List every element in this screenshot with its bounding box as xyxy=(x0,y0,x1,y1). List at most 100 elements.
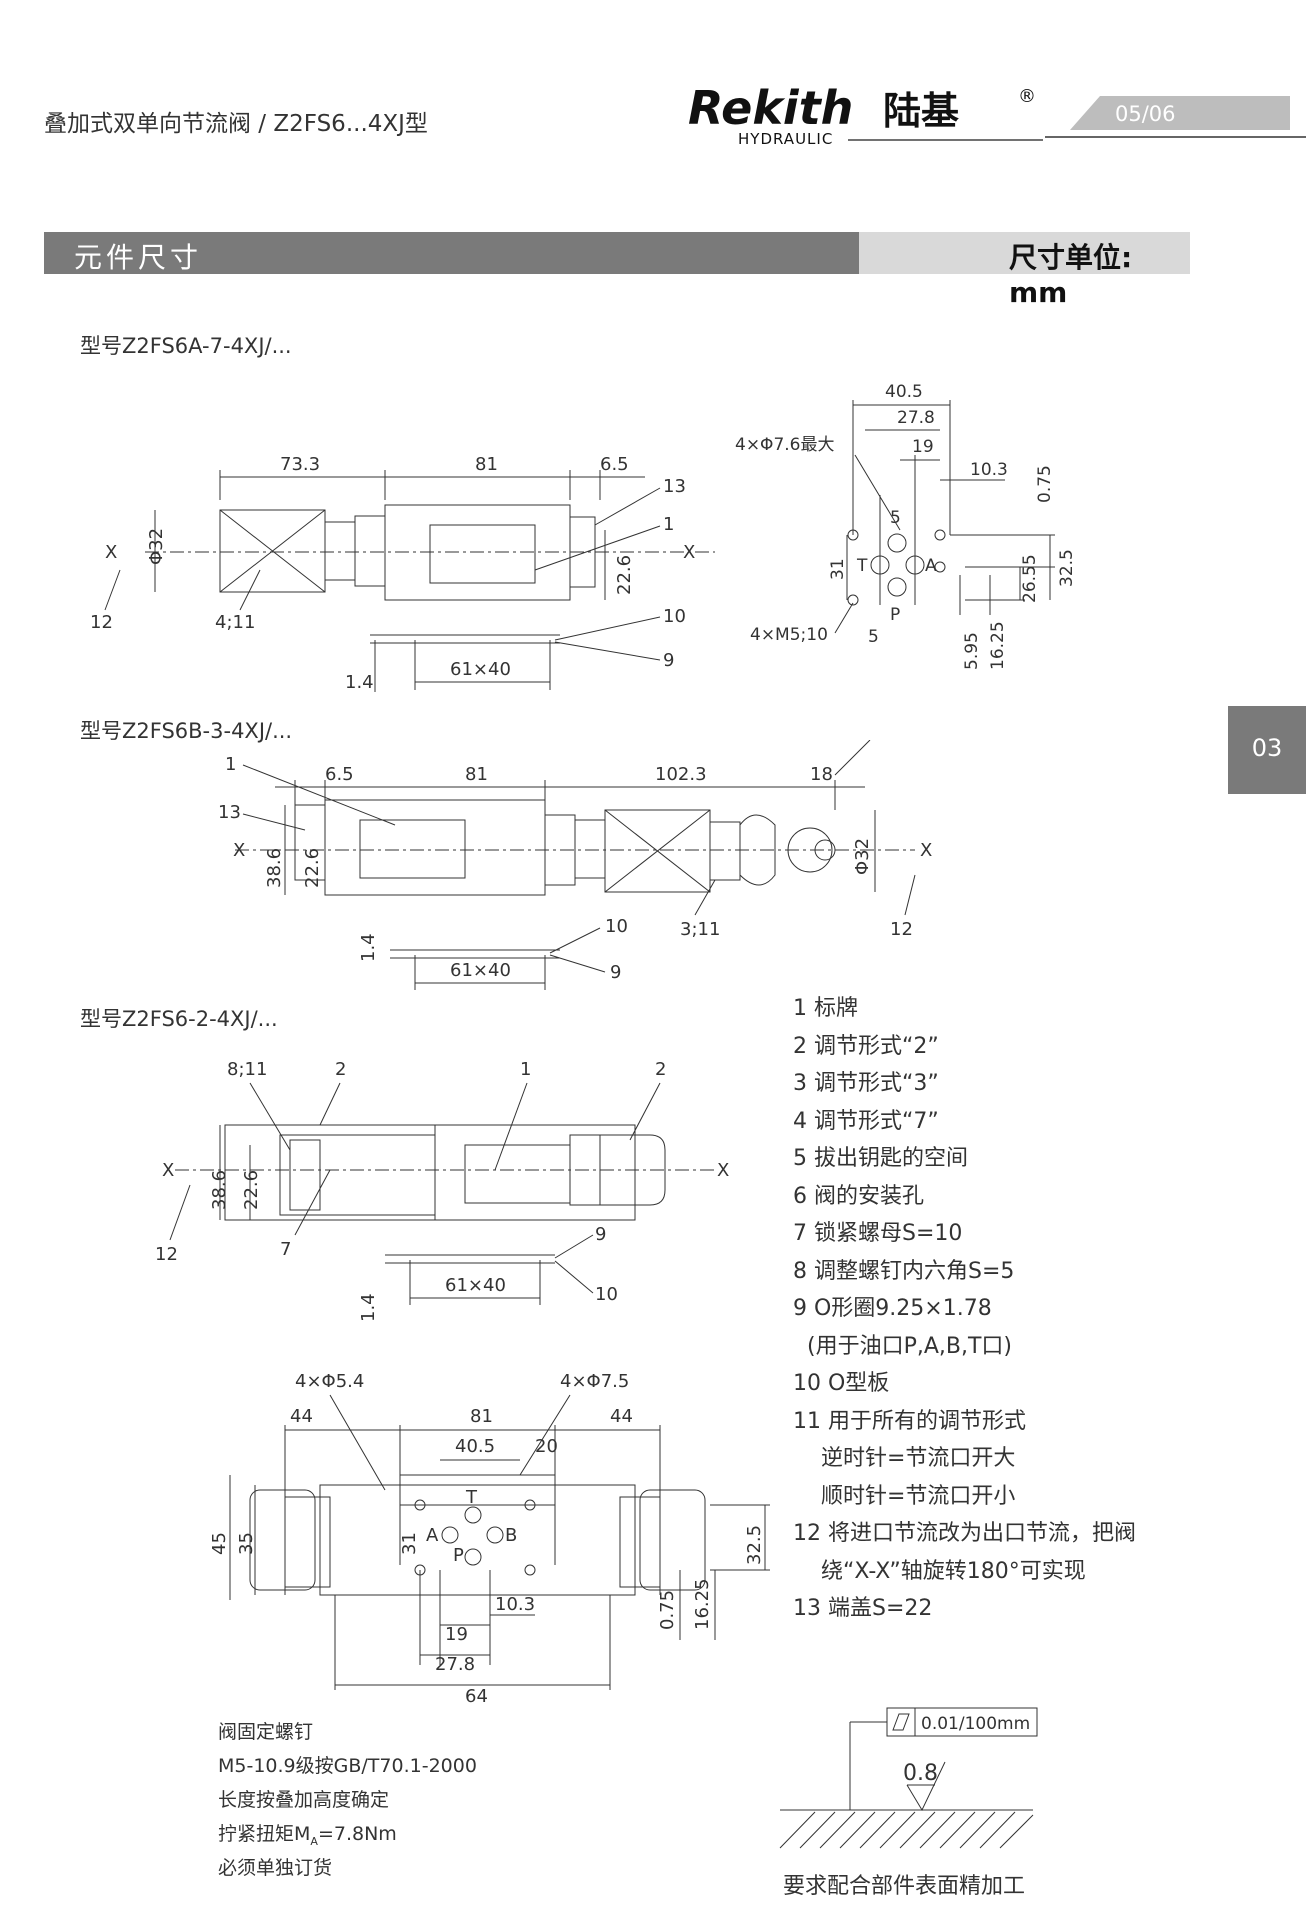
dim-10-3: 10.3 xyxy=(495,1594,535,1615)
callout-9: 9 xyxy=(610,962,621,983)
page-number: 05/06 xyxy=(1115,102,1176,126)
dim-0-75: 0.75 xyxy=(657,1590,678,1630)
axis-x-right: X xyxy=(920,840,932,861)
axis-x-left: X xyxy=(162,1160,174,1181)
dim-1-4: 1.4 xyxy=(345,672,374,693)
dim-73-3: 73.3 xyxy=(280,454,320,475)
dim-0-75: 0.75 xyxy=(1035,465,1055,503)
units-label: 尺寸单位: mm xyxy=(1009,241,1133,309)
dim-10-3: 10.3 xyxy=(970,460,1008,480)
port-a: A xyxy=(426,1525,439,1546)
legend-item: 7 锁紧螺母S=10 xyxy=(793,1221,963,1246)
label-4xphi5-4: 4×Φ5.4 xyxy=(295,1371,364,1392)
brand-sub: HYDRAULIC xyxy=(738,130,833,148)
dim-40-5: 40.5 xyxy=(455,1436,495,1457)
legend-item: 逆时针=节流口开大 xyxy=(793,1446,1016,1471)
drawing-z2fs6a-side: 73.3 81 6.5 Φ32 22.6 X X 13 1 12 4;11 61… xyxy=(90,454,715,693)
dim-81: 81 xyxy=(470,1406,493,1427)
callout-1: 1 xyxy=(520,1059,531,1080)
legend-item: 顺时针=节流口开小 xyxy=(793,1484,1016,1509)
dim-32-5: 32.5 xyxy=(744,1525,765,1565)
note-line: 长度按叠加高度确定 xyxy=(218,1789,390,1811)
header-rule xyxy=(1045,136,1306,138)
dim-18: 18 xyxy=(810,764,833,785)
dim-26-55: 26.55 xyxy=(1020,554,1040,603)
dim-32-5: 32.5 xyxy=(1057,549,1077,587)
note-line: 阀固定螺钉 xyxy=(218,1721,314,1743)
flatness-tolerance: 0.01/100mm xyxy=(921,1714,1030,1734)
port-t: 5 xyxy=(890,508,901,528)
drawing-bottom-plan: 4×Φ5.4 4×Φ7.5 44 81 44 40.5 20 T A B P 4… xyxy=(209,1371,770,1707)
port-b: B xyxy=(505,1525,517,1546)
drawing-z2fs6b-side: 1 13 6.5 6.5 81 102.3 18 38.6 22.6 Φ32 X… xyxy=(218,740,932,990)
dim-16-25: 16.25 xyxy=(988,621,1008,670)
legend-item: 9 O形圈9.25×1.78 xyxy=(793,1296,992,1321)
dim-27-8: 27.8 xyxy=(897,408,935,428)
callout-2-right: 2 xyxy=(655,1059,666,1080)
surface-finish-symbol: 0.01/100mm 0.8 xyxy=(779,1707,1038,1849)
axis-x-left: X xyxy=(105,542,117,563)
legend-item: 10 O型板 xyxy=(793,1371,890,1396)
model-label-2: 型号Z2FS6B-3-4XJ/... xyxy=(80,719,293,743)
port-p: P xyxy=(453,1545,464,1566)
brand-cn: 陆基 xyxy=(883,89,959,133)
dim-31: 31 xyxy=(399,1532,420,1555)
legend-item: 4 调节形式“7” xyxy=(793,1109,939,1134)
callout-3-11: 3;11 xyxy=(680,919,720,940)
model-label-3: 型号Z2FS6-2-4XJ/... xyxy=(80,1007,278,1031)
callout-10: 10 xyxy=(595,1284,618,1305)
callout-1: 1 xyxy=(225,754,236,775)
axis-x-left: X xyxy=(233,840,245,861)
roughness-value: 0.8 xyxy=(903,1761,938,1786)
note-line: 拧紧扭矩MA=7.8Nm xyxy=(218,1819,397,1848)
callout-13: 13 xyxy=(218,802,241,823)
port-b: A xyxy=(925,556,937,576)
legend-item: 13 端盖S=22 xyxy=(793,1596,933,1621)
dim-1-4-d3: 1.4 xyxy=(358,1293,379,1322)
callout-13: 13 xyxy=(663,476,686,497)
legend-item: 5 拔出钥匙的空间 xyxy=(793,1146,968,1171)
dim-35: 35 xyxy=(236,1532,257,1555)
dim-phi32: Φ32 xyxy=(146,528,167,565)
callout-4-11: 4;11 xyxy=(215,612,255,633)
port-p: P xyxy=(890,605,900,625)
dim-1-4-d2: 1.4 xyxy=(358,933,379,962)
brand-logo: Rekith 陆基 ® HYDRAULIC xyxy=(688,81,1043,148)
callout-7: 7 xyxy=(280,1239,291,1260)
callout-9: 9 xyxy=(595,1224,606,1245)
legend-item: 12 将进口节流改为出口节流，把阀 xyxy=(793,1521,1136,1546)
axis-x-right: X xyxy=(683,542,695,563)
dim-81: 81 xyxy=(465,764,488,785)
drawing-port-pattern: 40.5 27.8 19 10.3 4×Φ7.6最大 5 T A P 0.75 … xyxy=(735,382,1077,670)
label-4xphi7-5: 4×Φ7.5 xyxy=(560,1371,629,1392)
dim-19: 19 xyxy=(445,1624,468,1645)
callout-12: 12 xyxy=(90,612,113,633)
dim-19: 19 xyxy=(912,437,934,457)
dim-27-8: 27.8 xyxy=(435,1654,475,1675)
label-4xm5: 4×M5;10 xyxy=(750,625,828,645)
dim-61x40: 61×40 xyxy=(450,659,511,680)
chapter-number: 03 xyxy=(1251,734,1283,762)
callout-12: 12 xyxy=(890,919,913,940)
callout-8-11: 8;11 xyxy=(227,1059,267,1080)
dim-16-25: 16.25 xyxy=(692,1578,713,1630)
legend-item: 2 调节形式“2” xyxy=(793,1034,939,1059)
legend-item: 绕“X-X”轴旋转180°可实现 xyxy=(793,1559,1086,1584)
legend-item: 6 阀的安装孔 xyxy=(793,1184,924,1209)
surface-caption: 要求配合部件表面精加工 xyxy=(783,1874,1026,1899)
dim-44-left: 44 xyxy=(290,1406,313,1427)
callout-2-left: 2 xyxy=(335,1059,346,1080)
callout-12: 12 xyxy=(155,1244,178,1265)
chapter-tab: 03 xyxy=(1228,706,1306,794)
dim-81: 81 xyxy=(475,454,498,475)
dim-22-6: 22.6 xyxy=(241,1170,262,1210)
dim-22-6: 22.6 xyxy=(614,555,635,595)
dim-102-3: 102.3 xyxy=(655,764,707,785)
legend-item: 1 标牌 xyxy=(793,996,858,1021)
legend-item: (用于油口P,A,B,T口) xyxy=(793,1334,1012,1359)
dim-44-right: 44 xyxy=(610,1406,633,1427)
dim-38-6: 38.6 xyxy=(264,848,285,888)
note-line: M5-10.9级按GB/T70.1-2000 xyxy=(218,1755,477,1777)
page-number-tab: 05/06 xyxy=(1070,96,1290,130)
legend-item: 8 调整螺钉内六角S=5 xyxy=(793,1259,1015,1284)
